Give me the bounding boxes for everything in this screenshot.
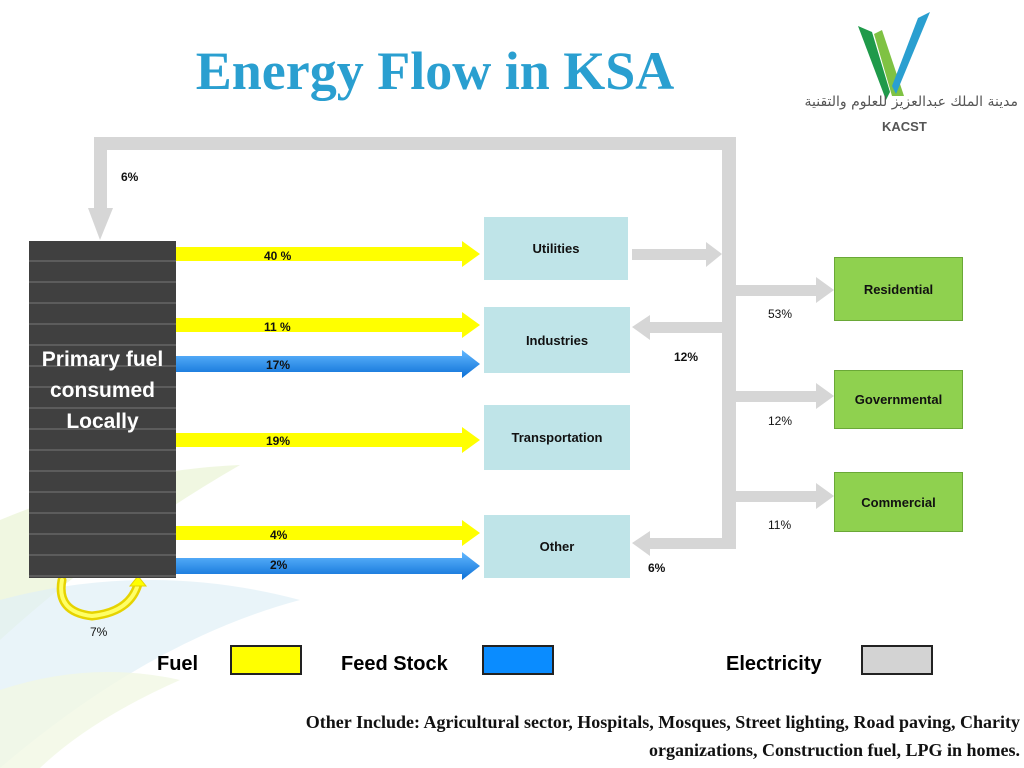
label-self-loop: 7% (90, 625, 108, 639)
label-elec-residential: 53% (768, 307, 793, 321)
label-fuel-other: 4% (270, 528, 288, 542)
label-elec-commercial: 11% (768, 518, 792, 532)
legend-fuel-label: Fuel (157, 653, 199, 675)
sector-industries: Industries (484, 307, 630, 373)
label-elec-other: 6% (648, 561, 666, 575)
legend-fuel-swatch (230, 645, 302, 675)
label-fuel-transport: 19% (266, 434, 291, 448)
electricity-feedback-stem (94, 137, 107, 212)
legend-feedstock-swatch (482, 645, 554, 675)
feedstock-arrow-other (176, 552, 480, 580)
legend-electricity-swatch (861, 645, 933, 675)
sector-transportation: Transportation (484, 405, 630, 470)
legend-electricity-label: Electricity (726, 653, 822, 675)
logo-arabic-text: مدينة الملك عبدالعزيز للعلوم والتقنية (804, 94, 1018, 110)
label-fuel-industries: 11 % (264, 320, 291, 334)
legend-feedstock-label: Feed Stock (341, 653, 448, 675)
label-feed-industries: 17% (266, 358, 291, 372)
feedstock-arrows (176, 350, 480, 580)
primary-fuel-label: Primary fuel consumed Locally (41, 348, 164, 433)
feedstock-arrow-industries (176, 350, 480, 378)
sector-utilities: Utilities (484, 217, 628, 280)
page-title: Energy Flow in KSA (195, 41, 675, 101)
electricity-main-bus (722, 137, 736, 549)
label-feedback-top: 6% (121, 170, 139, 184)
electricity-top-bar (94, 137, 736, 150)
primary-fuel-block (29, 241, 176, 578)
label-elec-governmental: 12% (768, 414, 793, 428)
label-feed-other: 2% (270, 558, 288, 572)
footnote-other-include: Other Include: Agricultural sector, Hosp… (305, 712, 1020, 760)
enduse-governmental: Governmental (834, 370, 963, 429)
sector-other: Other (484, 515, 630, 578)
fuel-arrow-industries (176, 312, 480, 338)
fuel-arrows (176, 241, 480, 546)
electricity-feedback-arrowhead (88, 208, 113, 240)
fuel-arrow-transportation (176, 427, 480, 453)
logo-abbr: KACST (882, 119, 927, 134)
label-fuel-utilities: 40 % (264, 249, 292, 263)
enduse-commercial: Commercial (834, 472, 963, 532)
enduse-residential: Residential (834, 257, 963, 321)
label-elec-industries: 12% (674, 350, 699, 364)
electricity-network (88, 137, 834, 556)
self-loop-arrow (56, 575, 148, 621)
kacst-logo (858, 12, 930, 100)
fuel-arrow-other (176, 520, 480, 546)
fuel-arrow-utilities (176, 241, 480, 267)
